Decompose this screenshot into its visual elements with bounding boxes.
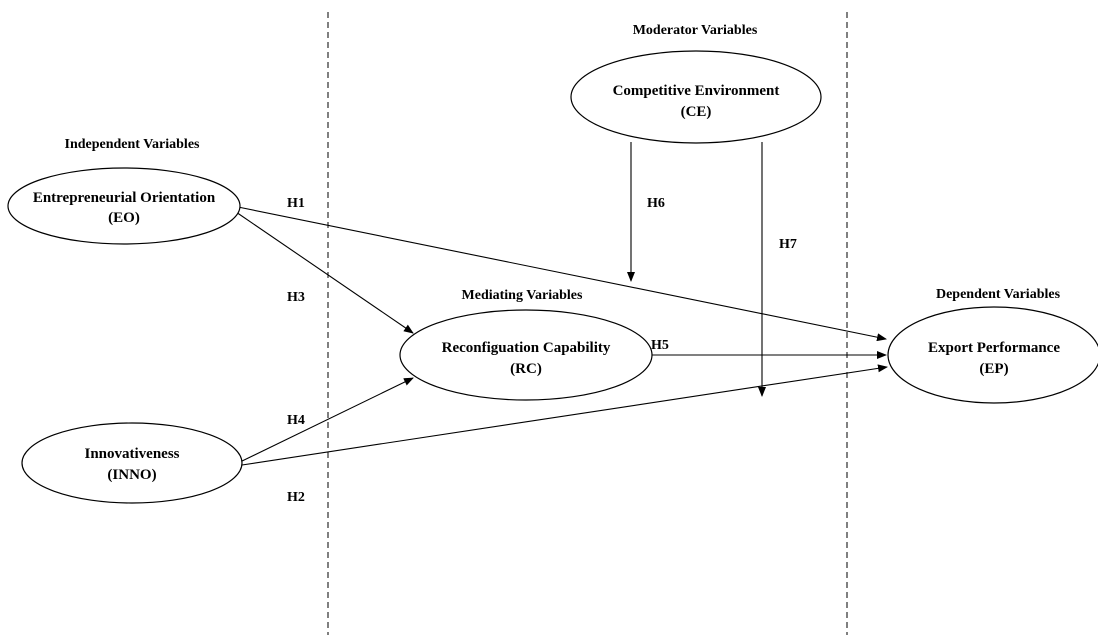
node-inno-ellipse bbox=[21, 422, 243, 504]
arrow-h1-eo-to-ep bbox=[237, 206, 887, 342]
node-eo-abbr: (EO) bbox=[108, 210, 140, 226]
node-ce-abbr: (CE) bbox=[681, 104, 712, 120]
node-inno-title: Innovativeness bbox=[84, 446, 179, 462]
hypothesis-h7-label: H7 bbox=[779, 237, 797, 252]
section-independent-label: Independent Variables bbox=[65, 137, 201, 152]
node-ce-title: Competitive Environment bbox=[613, 83, 780, 99]
hypothesis-h3-label: H3 bbox=[287, 290, 305, 305]
hypothesis-h1-label: H1 bbox=[287, 196, 305, 211]
node-ep-abbr: (EP) bbox=[979, 361, 1008, 377]
arrow-h3-eo-to-rc bbox=[235, 211, 414, 334]
node-rc-ellipse bbox=[399, 309, 653, 401]
section-mediating-label: Mediating Variables bbox=[462, 288, 584, 303]
node-export-performance: Export Performance (EP) bbox=[887, 306, 1098, 404]
hypothesis-h6-label: H6 bbox=[647, 196, 665, 211]
section-dependent-label: Dependent Variables bbox=[936, 287, 1061, 302]
node-rc-abbr: (RC) bbox=[510, 361, 542, 377]
node-ep-title: Export Performance bbox=[928, 340, 1060, 356]
arrow-h2-inno-to-ep bbox=[241, 364, 888, 466]
node-eo-ellipse bbox=[7, 167, 241, 245]
node-ce-ellipse bbox=[570, 50, 822, 144]
node-inno-abbr: (INNO) bbox=[107, 467, 156, 483]
arrow-h4-inno-to-rc bbox=[239, 377, 414, 463]
node-reconfiguration-capability: Reconfiguation Capability (RC) bbox=[399, 309, 653, 401]
node-eo-title: Entrepreneurial Orientation bbox=[33, 190, 216, 206]
node-competitive-environment: Competitive Environment (CE) bbox=[570, 50, 822, 144]
node-ep-ellipse bbox=[887, 306, 1098, 404]
node-entrepreneurial-orientation: Entrepreneurial Orientation (EO) bbox=[7, 167, 241, 245]
hypothesis-h4-label: H4 bbox=[287, 413, 305, 428]
node-rc-title: Reconfiguation Capability bbox=[442, 340, 611, 356]
node-innovativeness: Innovativeness (INNO) bbox=[21, 422, 243, 504]
section-moderator-label: Moderator Variables bbox=[633, 23, 758, 38]
hypothesis-h5-label: H5 bbox=[651, 338, 669, 353]
hypothesis-h2-label: H2 bbox=[287, 490, 305, 505]
